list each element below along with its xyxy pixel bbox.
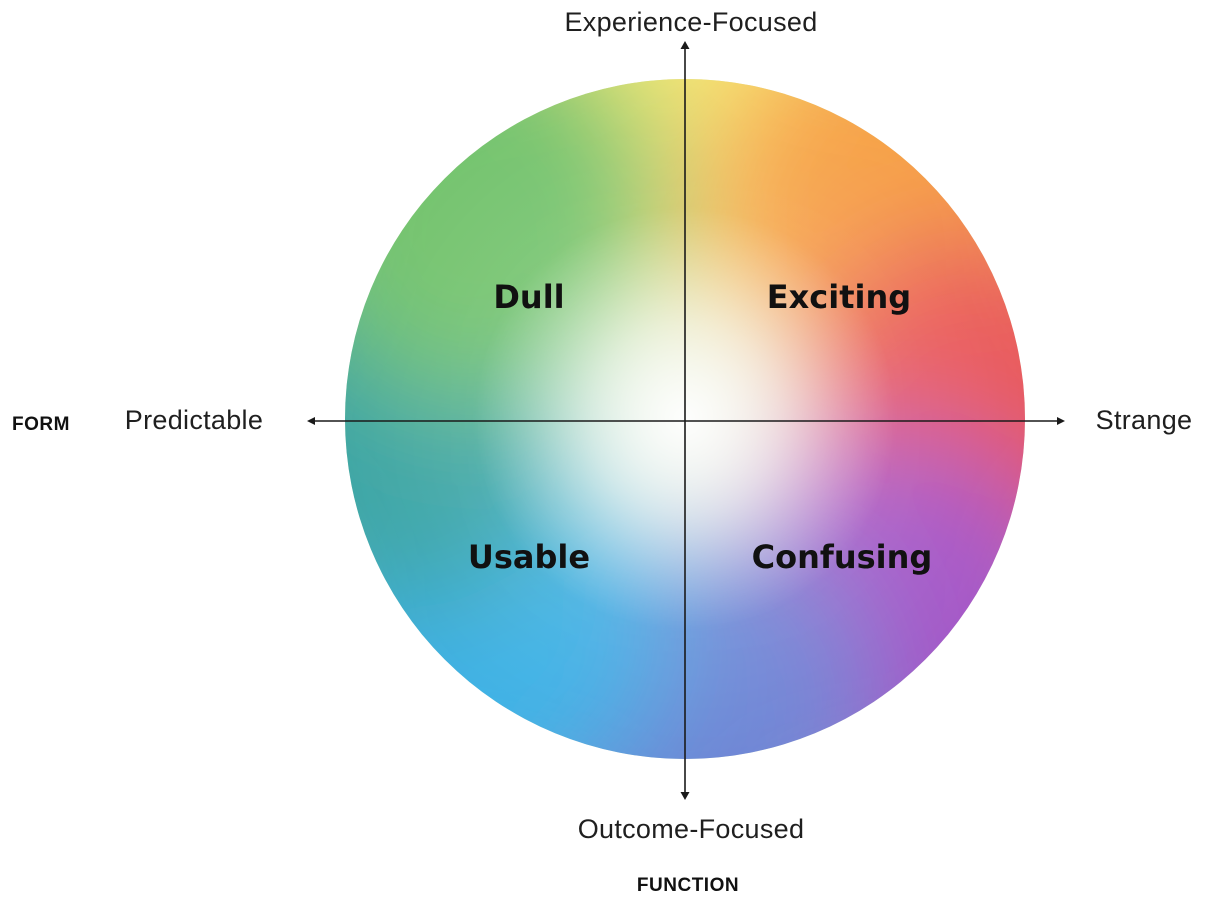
label-outcome-focused: Outcome-Focused — [578, 814, 805, 844]
arrow-left-icon — [307, 417, 315, 425]
arrow-down-icon — [680, 792, 690, 800]
quadrant-exciting: Exciting — [767, 278, 911, 316]
quadrant-confusing: Confusing — [752, 538, 933, 576]
arrow-up-icon — [680, 41, 690, 49]
quadrant-dull: Dull — [493, 278, 564, 316]
label-predictable: Predictable — [125, 405, 263, 435]
label-experience-focused: Experience-Focused — [564, 7, 817, 37]
arrow-right-icon — [1057, 417, 1065, 425]
horizontal-axis — [307, 417, 1065, 425]
label-strange: Strange — [1096, 405, 1193, 435]
quadrant-usable: Usable — [468, 538, 590, 576]
axis-title-function: FUNCTION — [637, 875, 739, 896]
axis-title-form: FORM — [12, 414, 70, 435]
